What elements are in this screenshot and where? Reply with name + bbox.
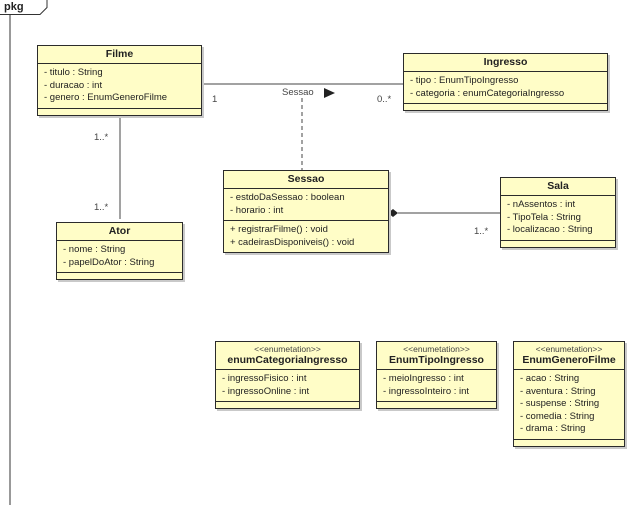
multiplicity-label: 1..* — [474, 226, 489, 237]
attribute-item: - nAssentos : int — [507, 199, 576, 210]
attribute-item: - comedia : String — [520, 410, 595, 422]
attribute-item: - drama : String — [520, 423, 586, 434]
class-header: <<enumetation>> EnumTipoIngresso — [377, 342, 496, 370]
class-name: Filme — [105, 48, 134, 60]
attribute-item: - genero : EnumGeneroFilme — [44, 92, 168, 103]
association-filme-ingresso — [200, 83, 403, 98]
association-direction-icon — [324, 88, 335, 98]
attributes-compartment: - tipo : EnumTipoIngresso- categoria : e… — [404, 72, 607, 104]
class-name: Sessao — [287, 173, 325, 185]
class-header: Ingresso — [404, 54, 607, 72]
multiplicity-label: 1..* — [94, 202, 109, 213]
operations-compartment — [38, 109, 201, 115]
class-name: Ingresso — [483, 56, 528, 68]
class-header: <<enumetation>> enumCategoriaIngresso — [216, 342, 359, 370]
class-filme[interactable]: Filme - titulo : String- duracao : int- … — [37, 45, 202, 116]
enum-genero-filme[interactable]: <<enumetation>> EnumGeneroFilme - acao :… — [513, 341, 625, 447]
operations-compartment: + registrarFilme() : void+ cadeirasDispo… — [224, 221, 388, 252]
operations-compartment — [501, 241, 615, 247]
operations-compartment — [404, 104, 607, 110]
multiplicity-label: 1 — [212, 94, 218, 105]
attribute-item: - ingressoOnline : int — [222, 385, 310, 397]
class-name: enumCategoriaIngresso — [227, 354, 348, 366]
attributes-compartment: - nome : String- papelDoAtor : String — [57, 241, 182, 273]
attribute-item: - titulo : String — [44, 67, 103, 78]
operation-item: + registrarFilme() : void — [230, 224, 328, 235]
attributes-compartment: - meioIngresso : int- ingressoInteiro : … — [377, 370, 496, 402]
association-name-label: Sessao — [282, 87, 314, 98]
composition-diamond-icon — [388, 209, 398, 217]
attribute-item: - horario : int — [230, 204, 284, 216]
attributes-compartment: - ingressoFisico : int- ingressoOnline :… — [216, 370, 359, 402]
operations-compartment — [514, 440, 624, 446]
attribute-item: - categoria : enumCategoriaIngresso — [410, 87, 565, 99]
class-ingresso[interactable]: Ingresso - tipo : EnumTipoIngresso- cate… — [403, 53, 608, 111]
attribute-item: - suspense : String — [520, 398, 600, 409]
stereotype-label: <<enumetation>> — [535, 344, 603, 354]
operations-compartment — [377, 402, 496, 408]
operations-compartment — [57, 273, 182, 279]
multiplicity-label: 0..* — [377, 94, 392, 105]
class-header: <<enumetation>> EnumGeneroFilme — [514, 342, 624, 370]
attribute-item: - TipoTela : String — [507, 211, 581, 223]
operation-item: + cadeirasDisponiveis() : void — [230, 236, 355, 248]
class-sessao[interactable]: Sessao - estdoDaSessao : boolean- horari… — [223, 170, 389, 253]
attribute-item: - duracao : int — [44, 79, 103, 91]
enum-categoria-ingresso[interactable]: <<enumetation>> enumCategoriaIngresso - … — [215, 341, 360, 409]
multiplicity-label: 1..* — [94, 132, 109, 143]
package-label: pkg — [4, 1, 24, 13]
attribute-item: - nome : String — [63, 244, 126, 255]
attribute-item: - estdoDaSessao : boolean — [230, 192, 345, 203]
attributes-compartment: - nAssentos : int- TipoTela : String- lo… — [501, 196, 615, 241]
class-name: EnumGeneroFilme — [522, 354, 616, 366]
attribute-item: - ingressoFisico : int — [222, 373, 307, 384]
class-name: Ator — [108, 225, 131, 237]
stereotype-label: <<enumetation>> — [254, 344, 321, 354]
operations-compartment — [216, 402, 359, 408]
class-header: Sala — [501, 178, 615, 196]
class-header: Sessao — [224, 171, 388, 189]
attributes-compartment: - titulo : String- duracao : int- genero… — [38, 64, 201, 109]
stereotype-label: <<enumetation>> — [403, 344, 470, 354]
attribute-item: - meioIngresso : int — [383, 373, 464, 384]
class-header: Filme — [38, 46, 201, 64]
class-name: EnumTipoIngresso — [389, 354, 484, 366]
attribute-item: - papelDoAtor : String — [63, 256, 155, 268]
attributes-compartment: - estdoDaSessao : boolean- horario : int — [224, 189, 388, 221]
attribute-item: - ingressoInteiro : int — [383, 385, 470, 397]
class-ator[interactable]: Ator - nome : String- papelDoAtor : Stri… — [56, 222, 183, 280]
enum-tipo-ingresso[interactable]: <<enumetation>> EnumTipoIngresso - meioI… — [376, 341, 497, 409]
attributes-compartment: - acao : String- aventura : String- susp… — [514, 370, 624, 440]
composition-sessao-sala — [388, 209, 500, 217]
attribute-item: - tipo : EnumTipoIngresso — [410, 75, 519, 86]
attribute-item: - aventura : String — [520, 385, 596, 397]
class-sala[interactable]: Sala - nAssentos : int- TipoTela : Strin… — [500, 177, 616, 248]
attribute-item: - localizacao : String — [507, 224, 593, 235]
class-name: Sala — [547, 180, 569, 192]
attribute-item: - acao : String — [520, 373, 580, 384]
class-header: Ator — [57, 223, 182, 241]
